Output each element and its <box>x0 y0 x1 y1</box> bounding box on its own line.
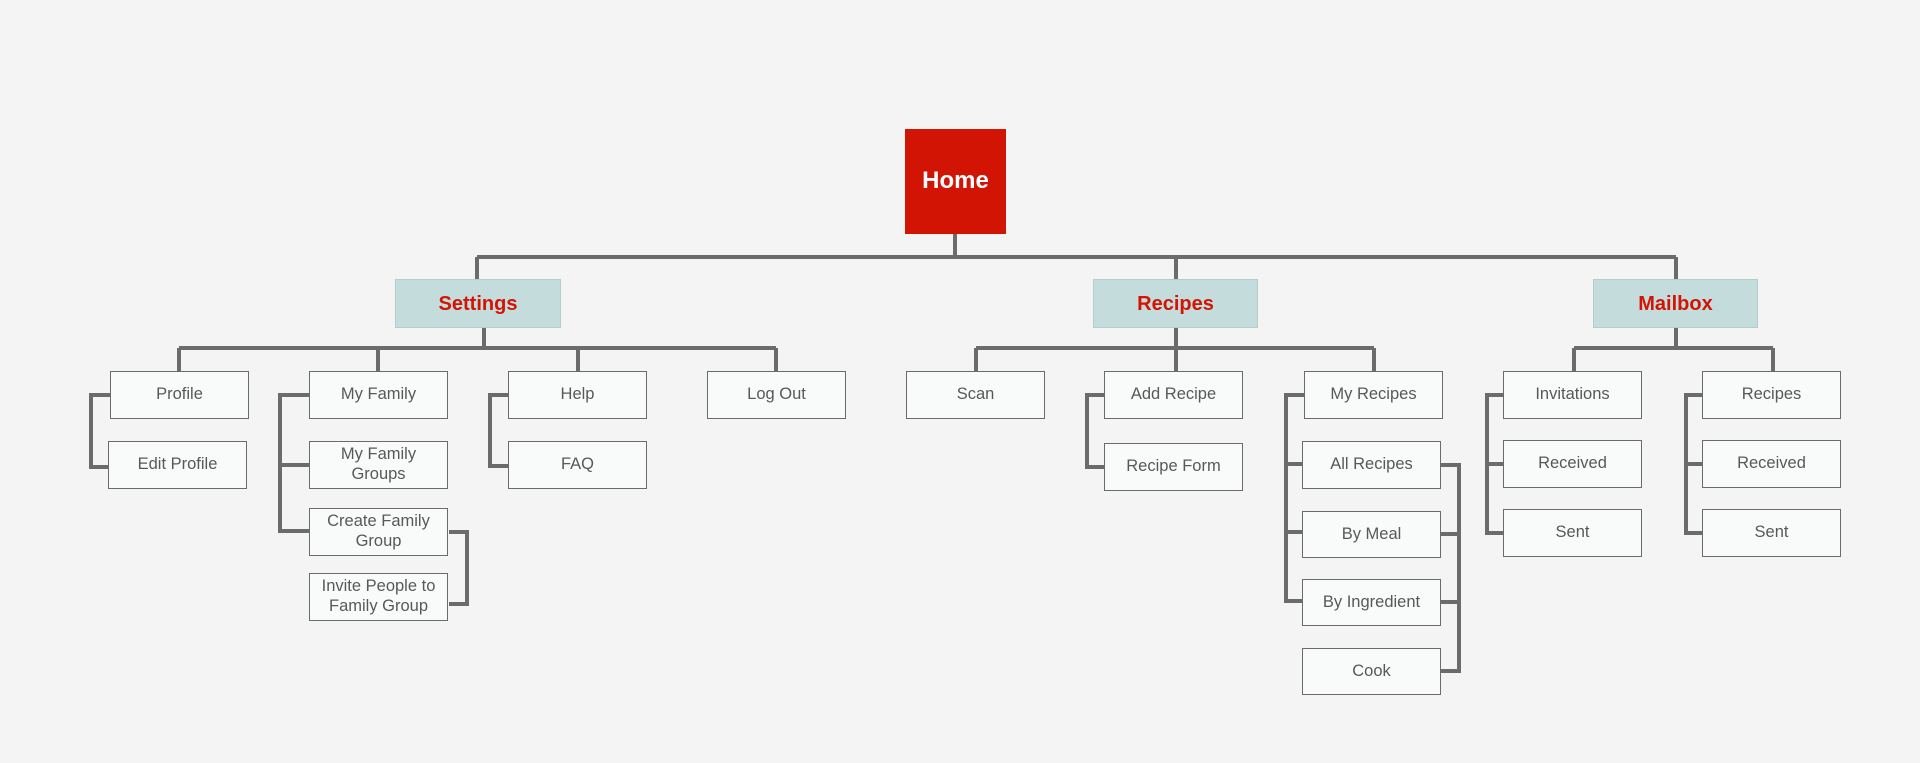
page-mail-recipes: Recipes <box>1702 371 1841 419</box>
connector-all-recipes <box>1441 463 1461 673</box>
page-recipes-sent: Sent <box>1702 509 1841 557</box>
page-log-out: Log Out <box>707 371 846 419</box>
connector-create-group <box>449 530 469 606</box>
page-by-meal: By Meal <box>1302 511 1441 558</box>
page-invitations: Invitations <box>1503 371 1642 419</box>
page-help: Help <box>508 371 647 419</box>
page-invite-people: Invite People to Family Group <box>309 573 448 621</box>
connector-my-family <box>278 393 309 533</box>
page-invitations-received: Received <box>1503 440 1642 488</box>
page-my-recipes: My Recipes <box>1304 371 1443 419</box>
page-my-family-groups: My Family Groups <box>309 441 448 489</box>
connector-settings <box>177 328 778 371</box>
connector-help <box>488 393 508 468</box>
connector-my-recipes <box>1284 393 1304 603</box>
page-invitations-sent: Sent <box>1503 509 1642 557</box>
page-cook: Cook <box>1302 648 1441 695</box>
page-scan: Scan <box>906 371 1045 419</box>
page-by-ingredient: By Ingredient <box>1302 579 1441 626</box>
connector-profile <box>89 393 110 469</box>
section-mailbox: Mailbox <box>1593 279 1758 328</box>
page-add-recipe: Add Recipe <box>1104 371 1243 419</box>
connector-mailbox <box>1572 328 1775 371</box>
page-recipes-received: Received <box>1702 440 1841 488</box>
connector-recipes <box>974 328 1376 371</box>
page-faq: FAQ <box>508 441 647 489</box>
page-all-recipes: All Recipes <box>1302 441 1441 489</box>
section-settings: Settings <box>395 279 561 328</box>
page-recipe-form: Recipe Form <box>1104 443 1243 491</box>
connector-mail-recipes <box>1684 393 1702 535</box>
connector-invitations <box>1485 393 1503 535</box>
home-node: Home <box>905 129 1006 234</box>
connector-add-recipe <box>1085 393 1104 469</box>
page-create-family-group: Create Family Group <box>309 508 448 556</box>
page-my-family: My Family <box>309 371 448 419</box>
connector-home <box>475 233 1678 280</box>
page-profile: Profile <box>110 371 249 419</box>
page-edit-profile: Edit Profile <box>108 441 247 489</box>
section-recipes: Recipes <box>1093 279 1258 328</box>
